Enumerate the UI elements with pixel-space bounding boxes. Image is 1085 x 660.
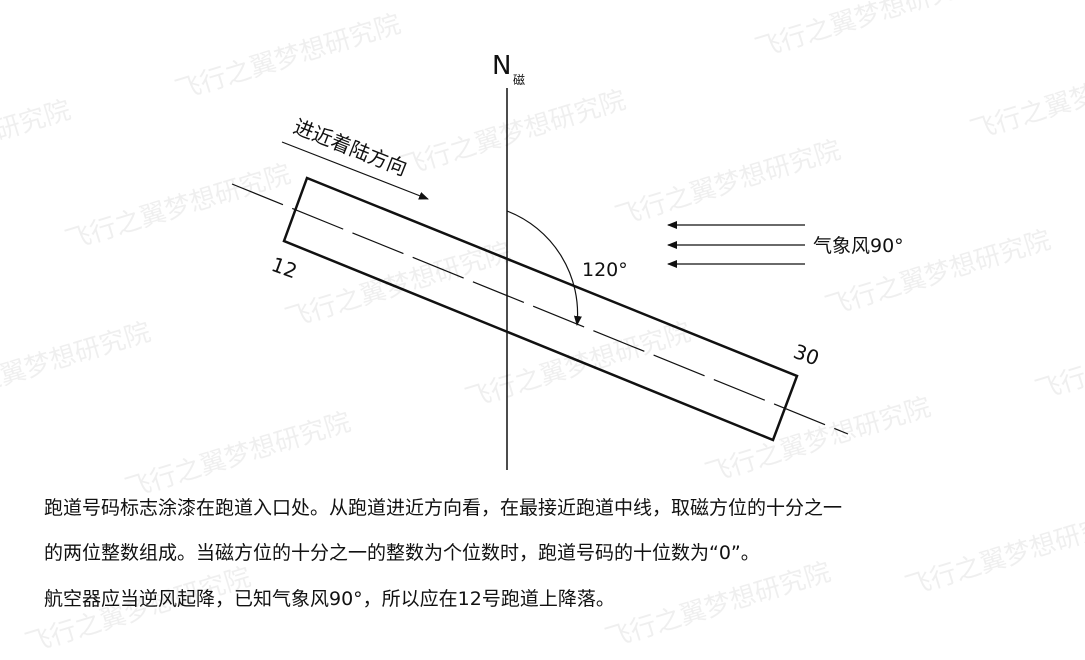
wind-label: 气象风90° — [813, 235, 904, 257]
angle-label: 120° — [582, 259, 628, 281]
north-sub-label: 磁 — [513, 72, 525, 87]
runway-outline — [282, 176, 799, 442]
angle-arc — [506, 210, 582, 326]
caption-line-1: 跑道号码标志涂漆在跑道入口处。从跑道进近方向看，在最接近跑道中线，取磁方位的十分… — [44, 497, 843, 519]
caption-line-3: 航空器应当逆风起降，已知气象风90°，所以应在12号跑道上降落。 — [44, 588, 615, 610]
runway-number-12: 12 — [268, 252, 300, 283]
caption-line-2: 的两位整数组成。当磁方位的十分之一的整数为个位数时，跑道号码的十位数为“0”。 — [44, 542, 760, 564]
north-label: N — [492, 51, 511, 81]
runway-centerline — [231, 183, 849, 435]
approach-label: 进近着陆方向 — [290, 114, 410, 180]
approach-arrow — [281, 141, 429, 200]
runway-diagram: N 磁 进近着陆方向 12 30 120° 气象风90° — [231, 51, 904, 470]
runway-number-30: 30 — [790, 339, 822, 370]
